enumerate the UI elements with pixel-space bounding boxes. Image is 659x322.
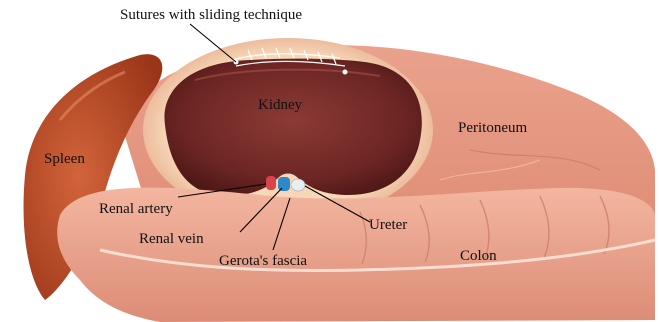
label-renal-artery: Renal artery [99, 202, 173, 217]
renal-artery-shape [266, 176, 276, 190]
renal-vein-shape [278, 177, 290, 191]
label-sutures: Sutures with sliding technique [120, 8, 302, 23]
label-gerotas-fascia: Gerota's fascia [219, 254, 307, 269]
label-spleen: Spleen [44, 152, 85, 167]
suture-knot-right [343, 70, 348, 75]
label-kidney: Kidney [258, 98, 302, 113]
label-colon: Colon [460, 249, 497, 264]
ureter-shape [291, 179, 305, 191]
label-ureter: Ureter [369, 218, 407, 233]
label-renal-vein: Renal vein [139, 232, 204, 247]
label-peritoneum: Peritoneum [458, 121, 527, 136]
